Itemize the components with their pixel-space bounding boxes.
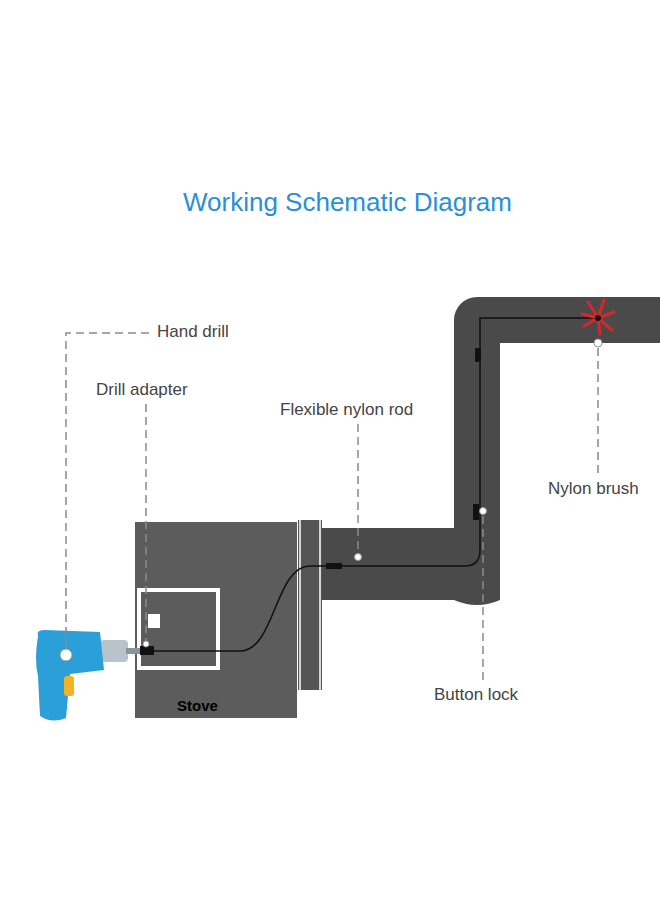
callout-label: Flexible nylon rod [278, 400, 415, 420]
drill-bit [126, 648, 140, 654]
pipe-flange [298, 520, 322, 690]
leader-lines [66, 333, 598, 682]
flange-edge [299, 520, 301, 690]
stove-body [135, 522, 297, 718]
nylon-rod [146, 318, 596, 651]
diagram-title: Working Schematic Diagram [183, 187, 512, 218]
callout-dot [355, 554, 362, 561]
drill-body [36, 630, 104, 721]
callout-dot [60, 649, 72, 661]
callout-label: Button lock [432, 685, 520, 705]
callout-dot [594, 339, 602, 347]
callout-label: Drill adapter [94, 380, 190, 400]
node-label: Stove [177, 697, 218, 714]
button-lock [475, 348, 481, 362]
button-lock [326, 563, 342, 569]
stove-box: Stove [135, 522, 297, 718]
drill-chuck [100, 640, 128, 662]
nylon-brush [582, 300, 614, 334]
drill-trigger [64, 676, 74, 696]
pipe-lower [300, 528, 480, 600]
callout-dot [143, 641, 149, 647]
callout-label: Nylon brush [546, 479, 641, 499]
flange-edge [319, 520, 321, 690]
callout-dot [480, 508, 487, 515]
stove-latch [148, 614, 160, 628]
callout-label: Hand drill [155, 322, 231, 342]
brush-hub [595, 315, 601, 321]
button-lock [473, 504, 479, 520]
pipe-upper [477, 320, 660, 600]
stove-door [139, 590, 218, 668]
